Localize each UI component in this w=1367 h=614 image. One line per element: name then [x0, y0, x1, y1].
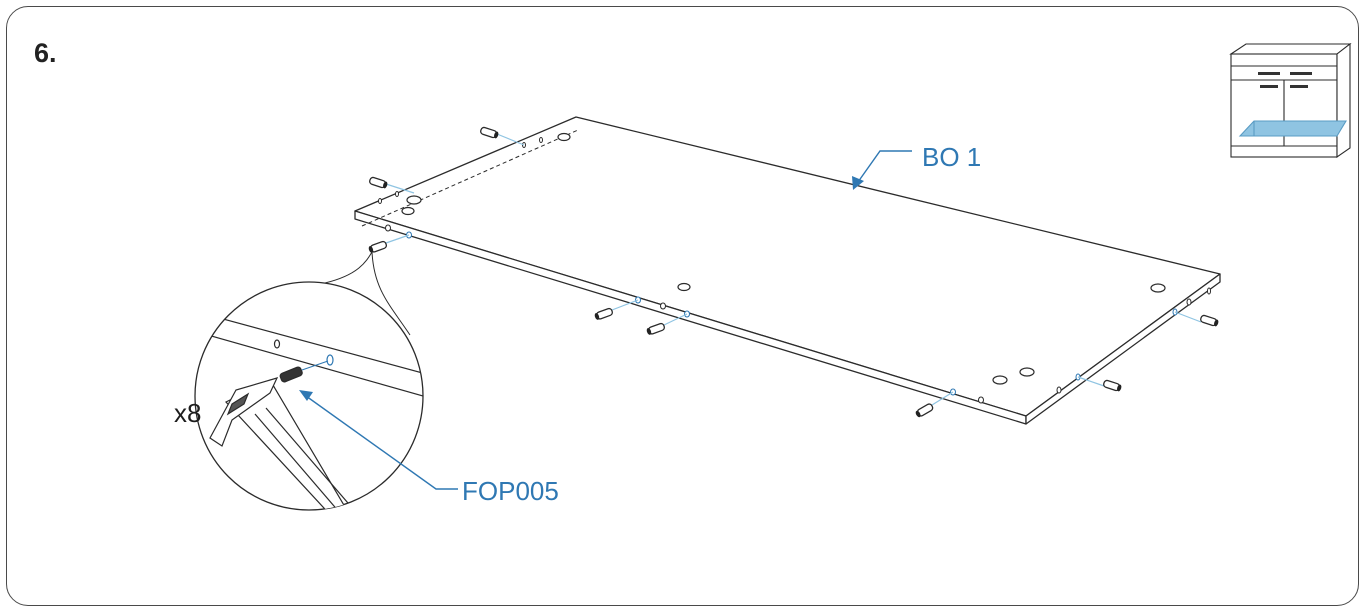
zoom-leader	[324, 251, 411, 336]
dowel-label: FOP005	[462, 476, 559, 506]
step-number: 6.	[34, 38, 57, 68]
cabinet-thumbnail-icon	[1229, 42, 1352, 159]
fluted-dowel-icon	[279, 360, 329, 383]
zoom-detail	[194, 281, 424, 511]
bo1-leader	[852, 150, 912, 190]
quantity-label: x8	[174, 398, 202, 428]
hammer-icon	[209, 377, 355, 510]
dowel-guides	[385, 133, 1202, 406]
panel-holes	[401, 132, 1166, 385]
fop005-leader	[299, 390, 458, 490]
panel-bo1	[354, 116, 1221, 425]
panel-label: BO 1	[922, 142, 982, 172]
